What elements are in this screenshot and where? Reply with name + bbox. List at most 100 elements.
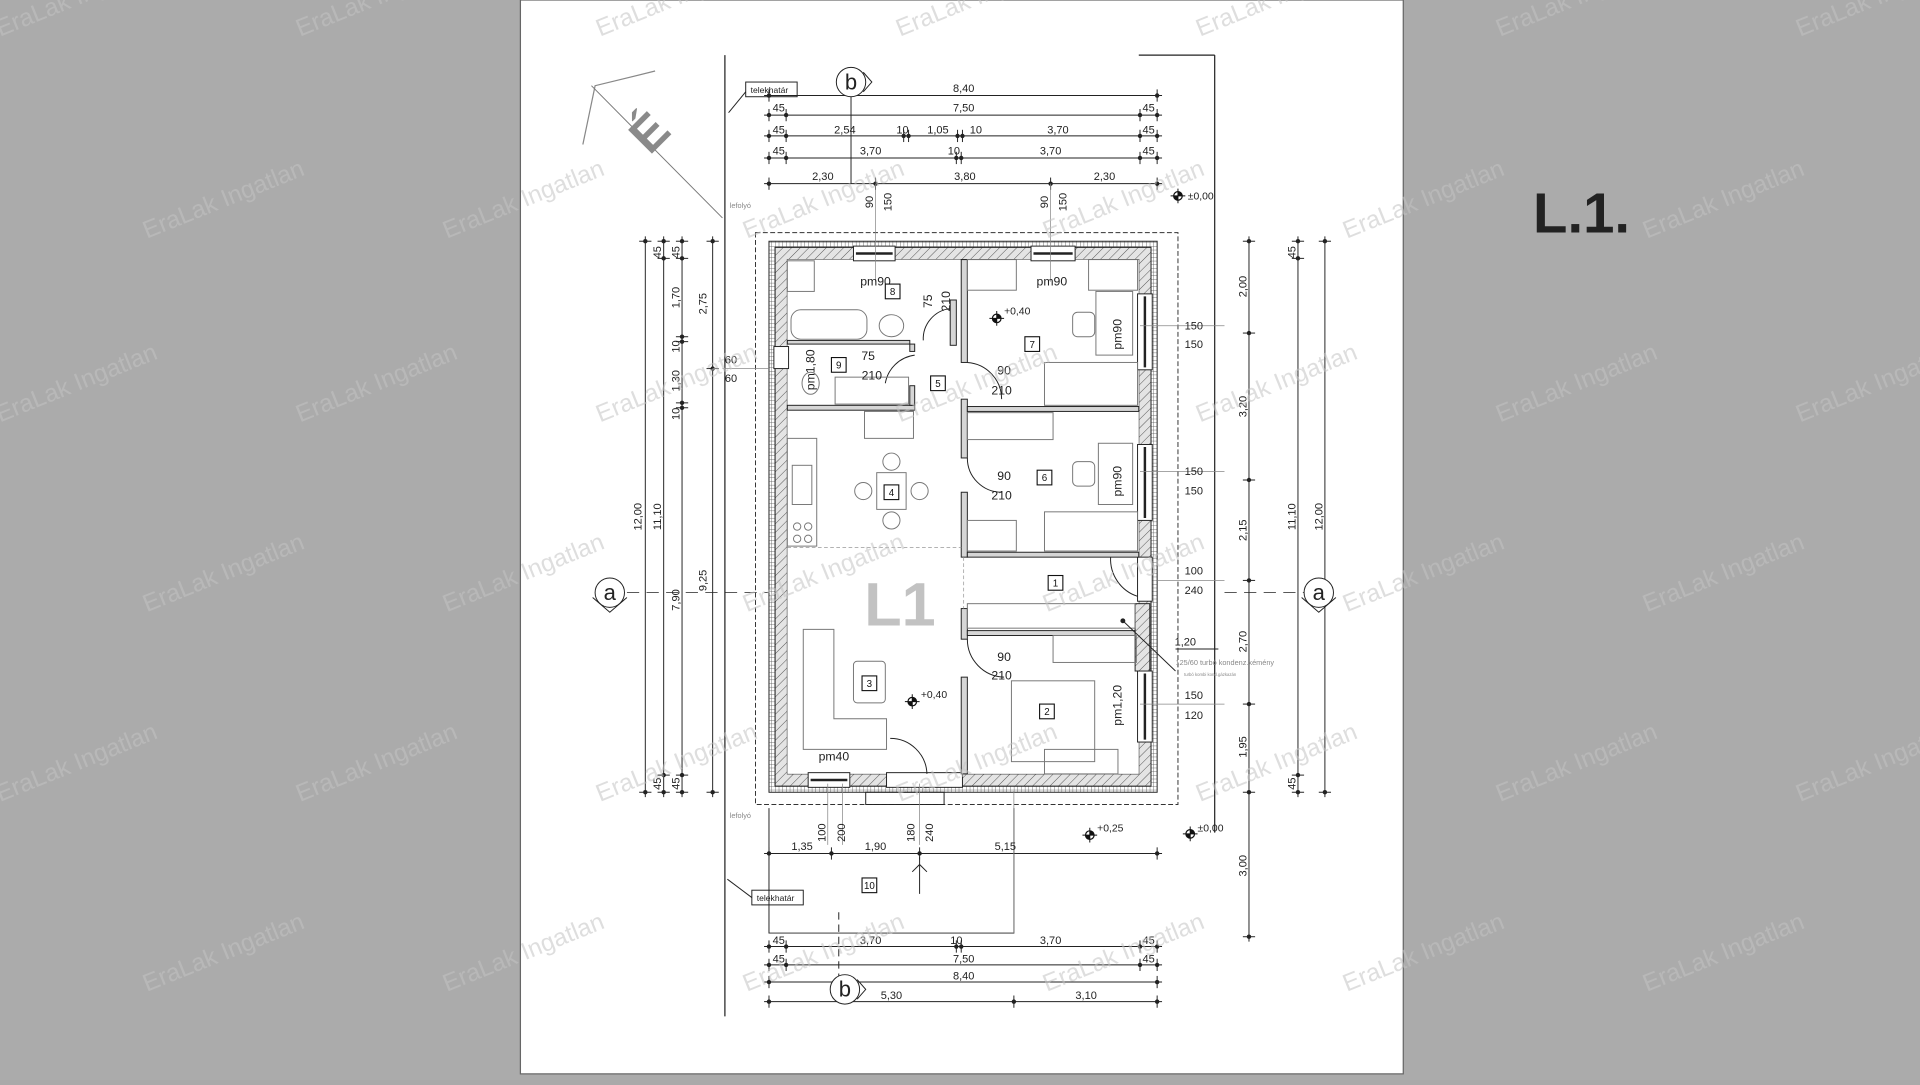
dimension-label: 7,50: [953, 953, 974, 965]
property-line: telekhatár telekhatár lefolyó lefolyó: [724, 54, 1216, 1017]
room-number: 1: [1047, 574, 1064, 591]
dimension-tick: [959, 155, 964, 161]
dimension-tick: [766, 851, 772, 856]
opening-label: pm90: [860, 274, 891, 288]
dimension-label: 12,00: [633, 503, 645, 531]
opening-label: 100: [1185, 565, 1203, 577]
dimension-label: 10: [950, 935, 962, 947]
dimension-line: [1242, 236, 1256, 942]
dimension-label: 3,70: [860, 935, 881, 947]
dimension-tick: [1246, 578, 1252, 583]
axis-marker-b: b: [835, 66, 873, 98]
desk-icon: [1095, 290, 1134, 356]
dimension-label: 45: [652, 778, 664, 790]
dimension-tick: [917, 851, 922, 856]
dimension-label: 1,05: [927, 124, 948, 136]
dimension-label: 3,20: [1238, 396, 1250, 417]
dimension-tick: [959, 944, 964, 949]
dimension-tick: [1154, 999, 1160, 1004]
sofa-icon: [802, 628, 888, 750]
room-number: 6: [1036, 469, 1053, 486]
dimension-tick: [960, 133, 965, 139]
level-label: +0,40: [921, 690, 948, 701]
dimension-tick: [783, 133, 789, 139]
dimension-line: [764, 129, 1163, 143]
dimension-label: 9,25: [698, 570, 710, 591]
dimension-tick: [1295, 256, 1301, 261]
dimension-label: 45: [773, 953, 785, 965]
dimension-tick: [766, 181, 772, 186]
dimension-line: [764, 151, 1163, 165]
dimension-tick: [643, 790, 648, 795]
opening-label: 210: [939, 291, 953, 312]
dimension-tick: [679, 256, 685, 261]
sheet-title: L.1.: [1533, 182, 1630, 245]
dimension-tick: [783, 962, 789, 968]
dimension-tick: [1295, 772, 1301, 778]
axis-marker-a: a: [592, 577, 628, 613]
dimension-lines: [639, 89, 1332, 1008]
dimension-tick: [1154, 155, 1160, 161]
dimension-label: 45: [1142, 124, 1154, 136]
dimension-label: 1,35: [791, 841, 812, 853]
dimension-tick: [1137, 962, 1143, 968]
dimension-label: 1,30: [671, 370, 683, 391]
axis-marker-label: a: [1313, 580, 1326, 605]
dimension-line: [764, 847, 1163, 860]
double-bed-icon: [1010, 680, 1096, 763]
opening-label: 150: [1185, 690, 1203, 702]
dimension-label: 2,75: [698, 293, 710, 314]
drain-label: lefolyó: [730, 811, 751, 820]
room-number-label: 8: [890, 287, 896, 298]
opening-label: 210: [862, 369, 883, 383]
opening-label: 240: [1185, 585, 1203, 597]
dimension-tick: [710, 366, 715, 371]
dimension-label: 2,54: [834, 124, 855, 136]
interior-walls: [786, 259, 1151, 775]
dimension-label: 45: [773, 102, 785, 114]
dimension-label: 60: [725, 373, 737, 385]
dimension-label: 10: [671, 408, 683, 420]
room-number: 2: [1039, 703, 1055, 720]
dimension-label: 45: [1287, 246, 1299, 258]
dimension-label: 12,00: [1313, 503, 1325, 531]
room-number-label: 4: [889, 488, 895, 499]
dimension-line: [675, 236, 689, 798]
kitchen-cabinet-icon: [864, 410, 914, 439]
dimension-tick: [1011, 999, 1017, 1004]
coffee-table-icon: [852, 660, 886, 704]
opening-label: 210: [991, 669, 1012, 683]
dimension-label: 45: [1287, 778, 1299, 790]
wardrobe-icon: [1052, 635, 1137, 663]
dimension-tick: [1154, 944, 1160, 949]
chair-icon: [1072, 311, 1096, 338]
dimension-label: 3,00: [1238, 855, 1250, 876]
dimension-tick: [783, 112, 789, 118]
dimension-label: 45: [1142, 102, 1154, 114]
dimension-tick: [1137, 155, 1143, 161]
opening-label: pm90: [1037, 274, 1068, 288]
opening-label: 90: [997, 650, 1011, 664]
dimension-label: 45: [652, 246, 664, 258]
dimension-label: 45: [1142, 935, 1154, 947]
dimension-label: 11,10: [652, 503, 664, 530]
dimension-label: 90: [1039, 196, 1051, 208]
level-marker-icon: [989, 311, 1005, 326]
dimension-tick: [766, 999, 772, 1004]
room-number: 9: [830, 357, 847, 373]
axis-marker-label: b: [839, 977, 851, 1002]
dimension-line: [639, 236, 652, 798]
room-number-label: 3: [867, 679, 873, 690]
dimension-label: 1,95: [1238, 736, 1250, 757]
room-number-label: 6: [1042, 473, 1048, 484]
opening-label: 150: [1185, 339, 1203, 351]
dimension-tick: [679, 400, 685, 406]
dimension-tick: [710, 790, 715, 795]
opening-label: 120: [1185, 710, 1203, 722]
chimney-note: 125/60 turbó kondenz.kémény: [1176, 658, 1275, 667]
opening-label: 90: [997, 364, 1011, 378]
bed-icon: [1044, 511, 1139, 552]
roof-outline: [755, 232, 1179, 805]
dimension-label: 3,80: [954, 171, 975, 183]
furniture: [786, 259, 1139, 775]
